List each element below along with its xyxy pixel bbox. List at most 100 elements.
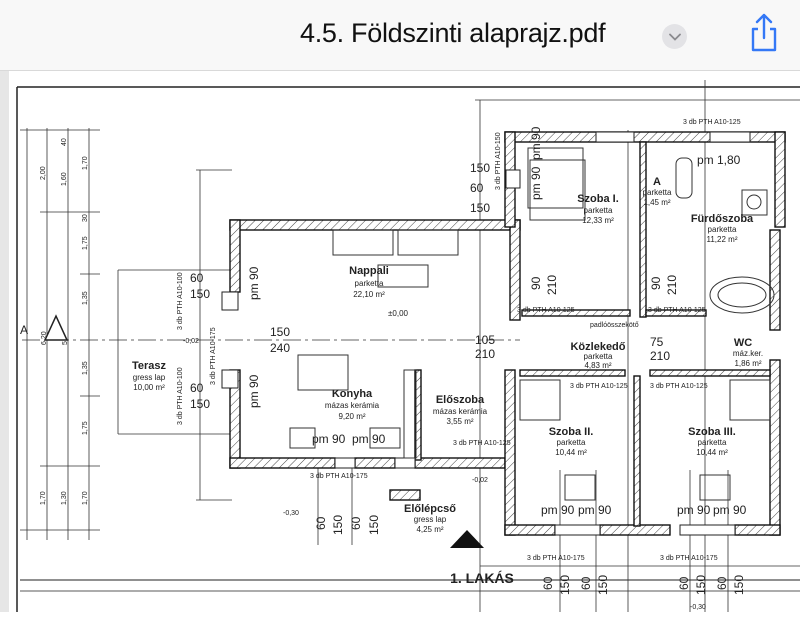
share-icon — [751, 13, 777, 52]
sheet-frame — [16, 86, 800, 612]
plan-label: 1,70 — [82, 156, 89, 170]
plan-label: 3 db PTH A10-100 — [177, 272, 184, 330]
plan-label: parketta — [643, 188, 672, 197]
plan-label: 9,20 m² — [338, 412, 365, 421]
plan-label: 60 — [349, 516, 363, 530]
plan-label: 12,33 m² — [582, 216, 614, 225]
plan-label: 150 — [470, 161, 490, 175]
plan-label: 60 — [314, 516, 328, 530]
plan-label: 1,35 — [82, 361, 89, 375]
plan-label: Előlépcső — [404, 503, 456, 515]
plan-label: -0,02 — [472, 477, 488, 484]
plan-label: 60 — [715, 576, 729, 590]
plan-label: pm 90 — [677, 503, 711, 517]
plan-label: Fürdőszoba — [691, 213, 754, 225]
plan-label: 1,75 — [82, 236, 89, 250]
plan-label: pm 90 — [247, 374, 261, 408]
plan-label: mázas kerámia — [433, 407, 488, 416]
plan-label: 1,86 m² — [734, 359, 761, 368]
plan-label: Közlekedő — [570, 341, 625, 353]
plan-label: -0,30 — [283, 510, 299, 517]
plan-label: 60 — [190, 381, 204, 395]
plan-label: pm 90 — [529, 166, 543, 200]
section-marker: A — [20, 314, 69, 341]
plan-label: pm 1,80 — [697, 153, 741, 167]
unit-label: 1. LAKÁS — [450, 570, 514, 586]
plan-label: 3 db PTH A10-175 — [310, 473, 368, 480]
plan-label: 2,00 — [40, 166, 47, 180]
document-title[interactable]: 4.5. Földszinti alaprajz.pdf — [300, 18, 606, 48]
plan-label: pm 90 — [713, 503, 747, 517]
page-gutter — [0, 71, 9, 612]
plan-label: 210 — [665, 275, 679, 295]
plan-label: 3 db PTH A10-175 — [527, 555, 585, 562]
plan-label: 150 — [367, 515, 381, 535]
plan-label: 150 — [596, 575, 610, 595]
plan-label: 3,55 m² — [446, 417, 473, 426]
pdf-page[interactable]: A 2,00 1,60 1,70 1,75 1,35 1,35 1,75 1,7… — [9, 71, 800, 612]
plan-label: 210 — [475, 347, 495, 361]
plan-label: 150 — [190, 287, 210, 301]
plan-label: 10,00 m² — [133, 383, 165, 392]
plan-label: gress lap — [133, 373, 166, 382]
plan-label: parketta — [584, 206, 613, 215]
plan-label: 3 db PTH A10-125 — [570, 383, 628, 390]
plan-label: máz.ker. — [733, 349, 763, 358]
plan-label: 150 — [470, 201, 490, 215]
plan-label: 3 db PTH A10-175 — [660, 555, 718, 562]
left-dimension-labels: 2,00 1,60 1,70 1,75 1,35 1,35 1,75 1,70 … — [40, 138, 89, 505]
plan-label: parketta — [708, 225, 737, 234]
plan-label: Szoba I. — [577, 193, 619, 205]
plan-label: 30 — [82, 214, 89, 222]
plan-label: 60 — [541, 576, 555, 590]
plan-label: 4,83 m² — [584, 361, 611, 370]
plan-label: Konyha — [332, 388, 373, 400]
plan-label: -0,02 — [183, 338, 199, 345]
plan-label: 90 — [529, 276, 543, 290]
plan-label: Szoba III. — [688, 426, 736, 438]
plan-label: A — [20, 323, 28, 337]
plan-label: padlóösszekötő — [590, 322, 639, 329]
plan-label: pm 90 — [541, 503, 575, 517]
plan-label: 3 db PTH A10-100 — [177, 367, 184, 425]
plan-label: 10,44 m² — [696, 448, 728, 457]
plan-label: Szoba II. — [549, 426, 594, 438]
plan-label: parketta — [698, 438, 727, 447]
floor-plan-drawing: A 2,00 1,60 1,70 1,75 1,35 1,35 1,75 1,7… — [16, 80, 800, 612]
plan-label: 60 — [579, 576, 593, 590]
plan-label: 150 — [694, 575, 708, 595]
plan-label: 3 db PTH A10-125 — [517, 307, 575, 314]
plan-label: parketta — [557, 438, 586, 447]
plan-label: 10,44 m² — [555, 448, 587, 457]
title-menu-button[interactable] — [662, 24, 687, 49]
plan-label: pm 90 — [352, 432, 386, 446]
plan-label: 1,45 m² — [643, 198, 670, 207]
plan-label: 3 db PTH A10-125 — [648, 307, 706, 314]
plan-label: 150 — [331, 515, 345, 535]
plan-label: 210 — [545, 275, 559, 295]
plan-label: 5 — [62, 341, 69, 345]
plan-annotations: ±0,00 pm 1,80 pm 90 pm 90 pm 90 pm 90 pm… — [177, 119, 747, 611]
share-button[interactable] — [748, 12, 780, 54]
plan-label: 150 — [190, 397, 210, 411]
plan-label: WC — [734, 337, 752, 349]
plan-label: 11,22 m² — [707, 235, 738, 244]
plan-label: pm 90 — [247, 266, 261, 300]
plan-label: 1,75 — [82, 421, 89, 435]
plan-label: Előszoba — [436, 394, 485, 406]
plan-label: 90 — [649, 276, 663, 290]
plan-label: 40 — [61, 138, 68, 146]
pdf-viewer-toolbar: 4.5. Földszinti alaprajz.pdf — [0, 0, 800, 71]
plan-label: Nappali — [349, 265, 389, 277]
plan-label: 210 — [650, 349, 670, 363]
plan-label: 6,20 — [41, 331, 48, 345]
plan-label: 240 — [270, 341, 290, 355]
plan-label: 1,60 — [61, 172, 68, 186]
